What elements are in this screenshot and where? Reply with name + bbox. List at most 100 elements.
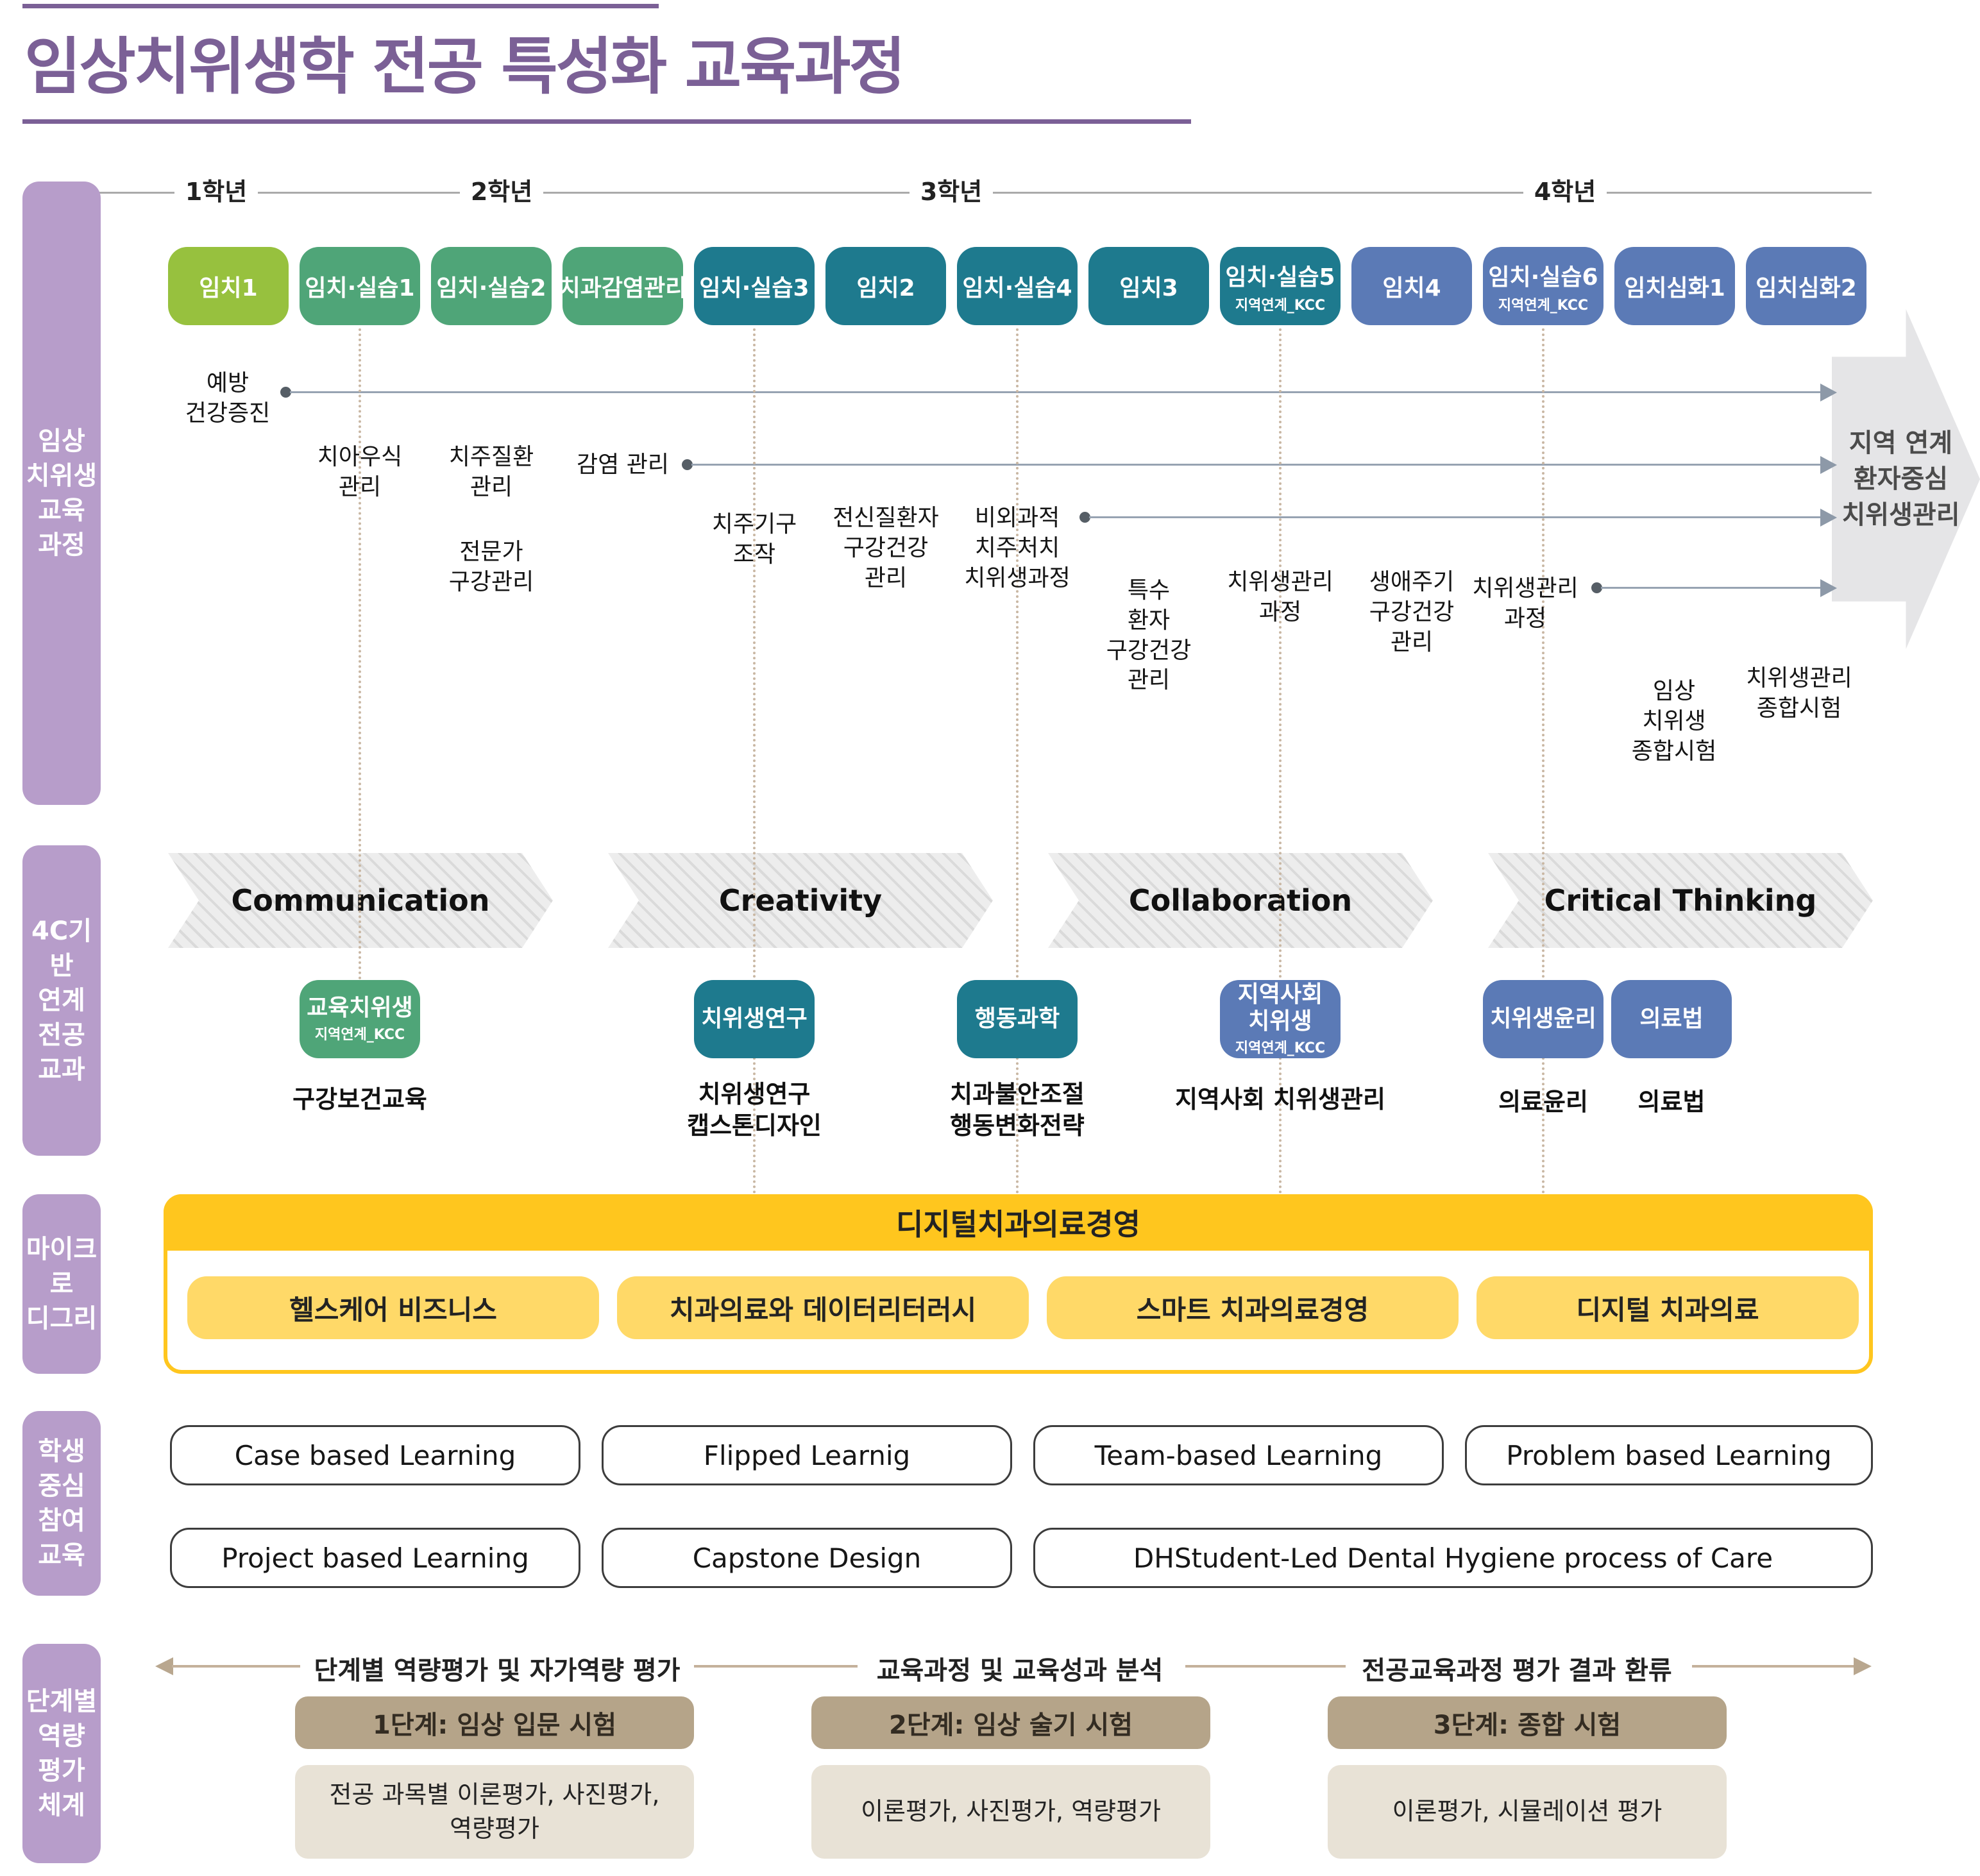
- subject-label: 의료법: [1639, 1006, 1704, 1033]
- course-label: 임치심화2: [1756, 275, 1857, 301]
- axis-label: 전공교육과정 평가 결과 환류: [1362, 1656, 1672, 1686]
- dotted-connector: [1542, 328, 1544, 1194]
- course-label: 임치·실습5: [1225, 264, 1335, 291]
- learning-method-box: Team-based Learning: [1033, 1425, 1444, 1485]
- flow-start-dot: [682, 459, 693, 470]
- course-box: 임치4: [1351, 247, 1472, 325]
- year-label-2: 2학년: [460, 176, 543, 208]
- course-label: 임치·실습3: [699, 275, 809, 301]
- axis-line: [1185, 1665, 1346, 1668]
- course-label: 임치·실습1: [305, 275, 415, 301]
- course-box: 치과감염관리: [559, 247, 686, 325]
- flow-arrowhead-icon: [1820, 509, 1837, 527]
- clinical-note: 임상 치위생 종합시험: [1631, 678, 1717, 765]
- subject-box: 치위생연구: [694, 980, 815, 1058]
- learning-method-box: DHStudent-Led Dental Hygiene process of …: [1033, 1528, 1873, 1588]
- flow-arrowhead-icon: [1820, 456, 1837, 474]
- course-sublabel: 지역연계_KCC: [1235, 297, 1326, 314]
- subject-label: 치위생연구: [701, 1006, 808, 1033]
- dotted-connector: [1279, 328, 1282, 1194]
- subject-box: 지역사회 치위생 지역연계_KCC: [1220, 980, 1341, 1058]
- clinical-note: 전문가 구강관리: [448, 539, 534, 595]
- learning-method-box: Case based Learning: [170, 1425, 580, 1485]
- subject-label: 치위생윤리: [1490, 1006, 1596, 1033]
- evaluation-stage-body: 전공 과목별 이론평가, 사진평가, 역량평가: [295, 1765, 694, 1859]
- axis-arrow-right-icon: [1854, 1657, 1872, 1675]
- micro-degree-item: 헬스케어 비즈니스: [187, 1276, 599, 1339]
- course-label: 임치·실습6: [1488, 264, 1598, 291]
- chevron-collaboration: Collaboration: [1048, 853, 1433, 948]
- course-box: 임치·실습1: [300, 247, 420, 325]
- clinical-note: 특수 환자 구강건강 관리: [1106, 577, 1192, 694]
- subject-box: 치위생윤리: [1483, 980, 1603, 1058]
- subject-label: 교육치위생: [307, 994, 413, 1021]
- clinical-note: 치위생관리 종합시험: [1746, 665, 1852, 722]
- course-box: 임치·실습2: [431, 247, 552, 325]
- course-label: 임치3: [1119, 275, 1178, 301]
- subject-box: 교육치위생 지역연계_KCC: [300, 980, 420, 1058]
- flow-arrowhead-icon: [1820, 384, 1837, 401]
- course-box: 임치심화1: [1614, 247, 1735, 325]
- subject-label: 행동과학: [974, 1006, 1060, 1033]
- course-label: 임치1: [199, 275, 258, 301]
- dotted-connector: [1016, 328, 1019, 1194]
- flow-start-dot: [1591, 582, 1602, 593]
- learning-method-box: Problem based Learning: [1465, 1425, 1873, 1485]
- subject-description: 구강보건교육: [292, 1085, 427, 1113]
- course-label: 임치심화1: [1624, 275, 1725, 301]
- clinical-note: 비외과적 치주처치 치위생과정: [964, 505, 1070, 591]
- subject-description: 치과불안조절 행동변화전략: [950, 1080, 1085, 1140]
- learning-method-box: Project based Learning: [170, 1528, 580, 1588]
- clinical-note: 치주기구 조작: [711, 511, 797, 568]
- subject-box: 행동과학: [957, 980, 1078, 1058]
- sidebar-item-student-learning: 학생 중심 참여 교육: [22, 1411, 101, 1596]
- subject-sublabel: 지역연계_KCC: [1235, 1040, 1326, 1056]
- axis-line: [694, 1665, 858, 1668]
- sidebar-item-micro-degree: 마이크로 디그리: [22, 1194, 101, 1374]
- dotted-connector: [753, 328, 756, 1194]
- axis-line: [1692, 1665, 1854, 1668]
- subject-description: 치위생연구 캡스톤디자인: [687, 1080, 822, 1140]
- year-label-3: 3학년: [910, 176, 993, 208]
- flow-start-dot: [1079, 512, 1090, 523]
- course-label: 임치·실습2: [436, 275, 546, 301]
- year-label-1: 1학년: [174, 176, 258, 208]
- clinical-note: 치주질환 관리: [448, 444, 534, 500]
- micro-degree-item: 치과의료와 데이터리터러시: [617, 1276, 1029, 1339]
- flow-start-dot: [280, 387, 291, 398]
- clinical-note: 예방 건강증진: [185, 370, 271, 427]
- clinical-note: 치위생관리 과정: [1227, 569, 1333, 625]
- clinical-note: 감염 관리: [577, 452, 669, 478]
- learning-method-box: Capstone Design: [602, 1528, 1012, 1588]
- subject-box: 의료법: [1611, 980, 1732, 1058]
- axis-arrow-left-icon: [155, 1657, 173, 1675]
- outcome-arrow-label: 지역 연계 환자중심 치위생관리: [1841, 428, 1960, 530]
- course-box: 임치·실습5 지역연계_KCC: [1220, 247, 1341, 325]
- subject-label: 지역사회 치위생: [1237, 981, 1323, 1035]
- title-top-rule: [22, 4, 659, 8]
- axis-label: 단계별 역량평가 및 자가역량 평가: [314, 1656, 681, 1686]
- micro-degree-header: 디지털치과의료경영: [164, 1194, 1873, 1251]
- course-box: 임치·실습3: [694, 247, 815, 325]
- flow-line: [691, 464, 1822, 466]
- sidebar-item-evaluation-system: 단계별 역량 평가 체계: [22, 1644, 101, 1863]
- sidebar-item-clinical-curriculum: 임상 치위생 교육 과정: [22, 182, 101, 805]
- subject-sublabel: 지역연계_KCC: [314, 1027, 405, 1044]
- course-label: 임치2: [856, 275, 915, 301]
- page-title: 임상치위생학 전공 특성화 교육과정: [24, 31, 906, 103]
- course-label: 치과감염관리: [559, 275, 687, 301]
- learning-method-box: Flipped Learnig: [602, 1425, 1012, 1485]
- flow-line: [1601, 587, 1822, 589]
- course-label: 임치4: [1382, 275, 1441, 301]
- evaluation-stage-body: 이론평가, 시뮬레이션 평가: [1328, 1765, 1727, 1859]
- title-underline: [22, 119, 1191, 124]
- subject-description: 지역사회 치위생관리: [1175, 1085, 1385, 1113]
- axis-line: [172, 1665, 300, 1668]
- evaluation-stage-header: 2단계: 임상 술기 시험: [811, 1696, 1210, 1749]
- flow-line: [290, 391, 1822, 393]
- flow-line: [1089, 516, 1822, 518]
- flow-arrowhead-icon: [1820, 579, 1837, 597]
- micro-degree-item: 디지털 치과의료: [1477, 1276, 1859, 1339]
- chevron-critical-thinking: Critical Thinking: [1488, 853, 1873, 948]
